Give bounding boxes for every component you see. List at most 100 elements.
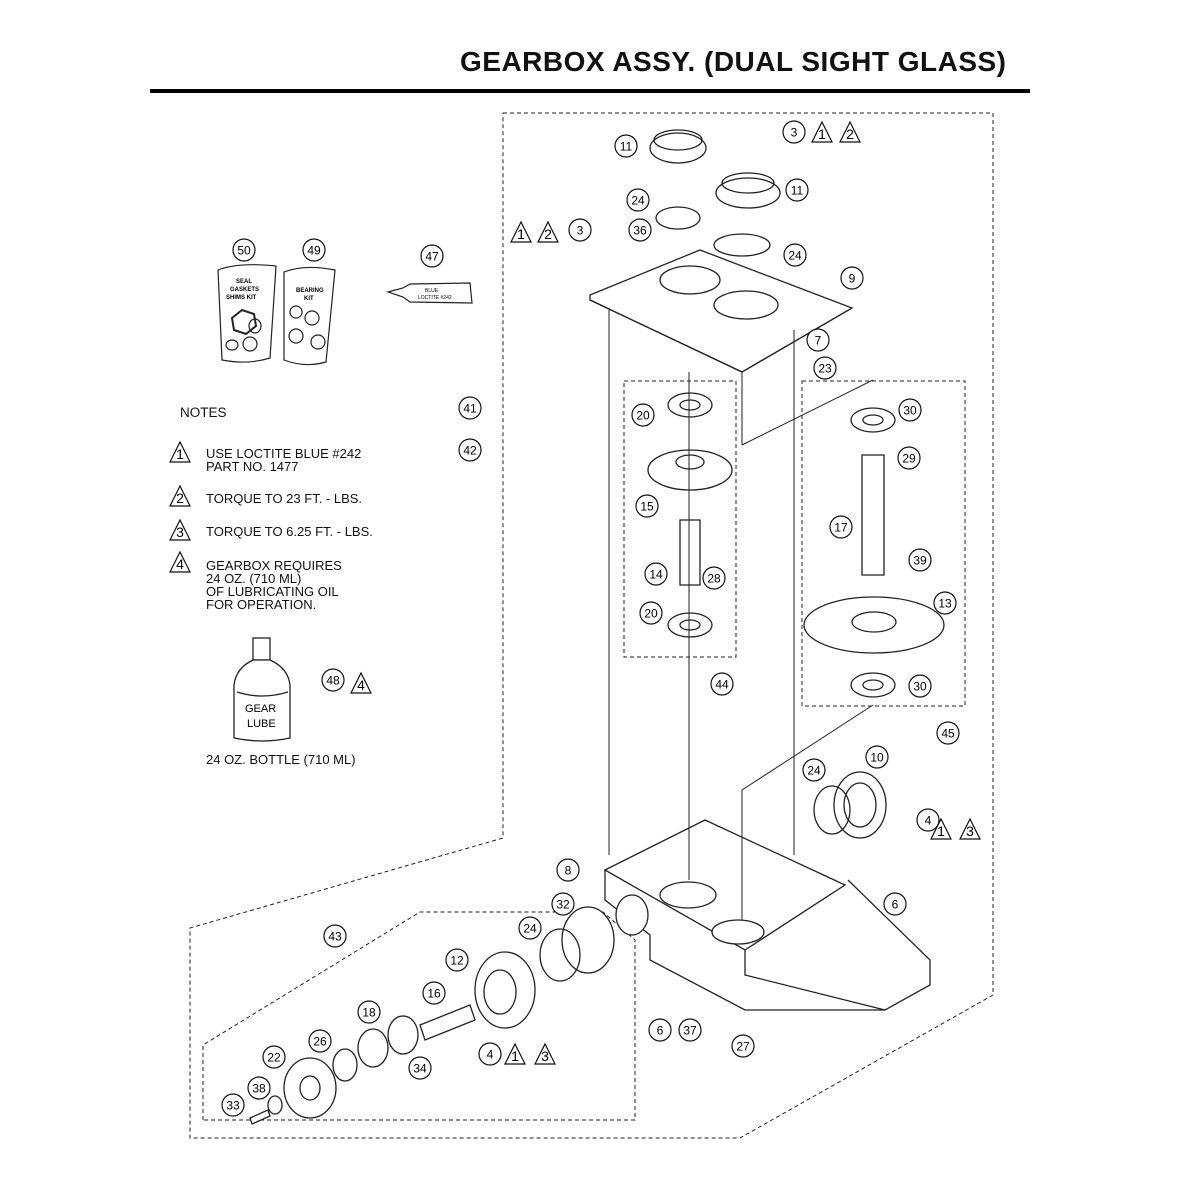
callout-circle [458, 438, 482, 462]
callout-number: 3 [791, 126, 798, 140]
callout-number: 41 [463, 402, 477, 416]
callout-circle [936, 721, 960, 745]
callout-circle [648, 1018, 672, 1042]
callout-number: 18 [362, 1006, 376, 1020]
note-flag-number: 1 [511, 1048, 519, 1064]
bearing-kit-label-2: KIT [304, 296, 314, 302]
note-flag-number: 3 [966, 823, 974, 839]
callout-circle [628, 218, 652, 242]
note-flag-triangle [537, 220, 559, 243]
callout-circle [813, 356, 837, 380]
callout-number: 7 [815, 334, 822, 348]
callout-circle [644, 562, 668, 586]
note-flag-triangle [839, 120, 861, 143]
callout-circle [478, 1042, 502, 1066]
callout-number: 15 [640, 500, 654, 514]
assembly-boundary [189, 112, 994, 1139]
callout-number: 20 [644, 607, 658, 621]
bottle-label-line2: LUBE [247, 718, 276, 730]
bottle-label-line1: GEAR [245, 703, 276, 715]
notes-heading: NOTES [180, 405, 227, 420]
callout-circle [614, 134, 638, 158]
callout-number: 10 [870, 751, 884, 765]
callout-circle [785, 178, 809, 202]
callout-number: 24 [523, 922, 537, 936]
callout-number: 30 [903, 404, 917, 418]
callout-circle [323, 924, 347, 948]
callout-number: 23 [818, 362, 832, 376]
callout-circle [357, 1000, 381, 1024]
sight-glass-covers [649, 129, 781, 257]
note-4-text: GEARBOX REQUIRES 24 OZ. (710 ML) OF LUBR… [206, 558, 342, 612]
callout-number: 14 [649, 568, 663, 582]
note-flag-triangle [959, 817, 981, 840]
callout-circle [731, 1034, 755, 1058]
seal-kit-label-3: SHIMS KIT [226, 295, 257, 301]
note-flag-triangle [350, 671, 372, 694]
callout-circle [908, 674, 932, 698]
callout-number: 6 [892, 898, 899, 912]
note-flag-triangle [930, 817, 952, 840]
callout-circle [308, 1029, 332, 1053]
note-flag-number: 1 [517, 226, 525, 242]
callout-circle [302, 238, 326, 262]
callout-number: 11 [791, 184, 804, 198]
callout-number: 4 [487, 1048, 494, 1062]
callout-number: 34 [413, 1062, 427, 1076]
callout-number: 38 [252, 1082, 266, 1096]
callout-number: 16 [427, 987, 441, 1001]
callout-number: 26 [313, 1035, 327, 1049]
callout-circle [551, 892, 575, 916]
note-flag-triangle [510, 220, 532, 243]
callout-number: 48 [326, 674, 340, 688]
note-1-text: USE LOCTITE BLUE #242 PART NO. 1477 [206, 446, 362, 474]
callout-circle [420, 244, 444, 268]
callout-number: 28 [707, 572, 721, 586]
callout-number: 20 [636, 409, 650, 423]
callout-circle [865, 745, 889, 769]
note-flag-triangle [169, 518, 191, 541]
seal-kit-label-2: GASKETS [230, 287, 259, 293]
note-flag-number: 4 [176, 556, 184, 572]
callout-number: 24 [807, 764, 821, 778]
callout-number: 3 [577, 224, 584, 238]
callout-circle [556, 858, 580, 882]
callout-number: 30 [913, 680, 927, 694]
left-shaft-stack [647, 392, 733, 638]
callout-number: 42 [463, 444, 477, 458]
loctite-tube [385, 282, 473, 304]
callout-circle [458, 396, 482, 420]
loctite-label-1: BLUE [425, 288, 439, 294]
gear-lube-bottle [233, 637, 291, 742]
callout-circle [898, 398, 922, 422]
callout-circle [908, 548, 932, 572]
top-cover-plate [589, 249, 854, 373]
note-3-text: TORQUE TO 6.25 FT. - LBS. [206, 524, 373, 539]
callout-number: 24 [788, 249, 802, 263]
callout-circle [408, 1056, 432, 1080]
seal-kit [217, 264, 277, 363]
callout-number: 47 [425, 250, 439, 264]
note-flag-number: 1 [937, 823, 945, 839]
note-flag-number: 3 [176, 524, 184, 540]
callout-circle [568, 218, 592, 242]
note-flag-number: 1 [818, 126, 826, 142]
callout-number: 8 [565, 864, 572, 878]
callout-circle [639, 601, 663, 625]
callout-number: 36 [633, 224, 647, 238]
leader-lines [608, 310, 874, 920]
callout-number: 9 [849, 272, 856, 286]
callout-circle [710, 672, 734, 696]
callout-number: 33 [226, 1099, 240, 1113]
callout-number: 43 [328, 930, 342, 944]
callout-number: 11 [620, 140, 633, 154]
callout-circle [702, 566, 726, 590]
callout-number: 50 [237, 244, 251, 258]
callout-circle [626, 188, 650, 212]
page-title: GEARBOX ASSY. (DUAL SIGHT GLASS) [460, 46, 1007, 77]
note-flag-triangle [811, 120, 833, 143]
note-flag-number: 2 [176, 490, 184, 506]
callout-number: 45 [941, 727, 955, 741]
gearbox-housing [603, 819, 931, 1011]
callout-circle [783, 243, 807, 267]
